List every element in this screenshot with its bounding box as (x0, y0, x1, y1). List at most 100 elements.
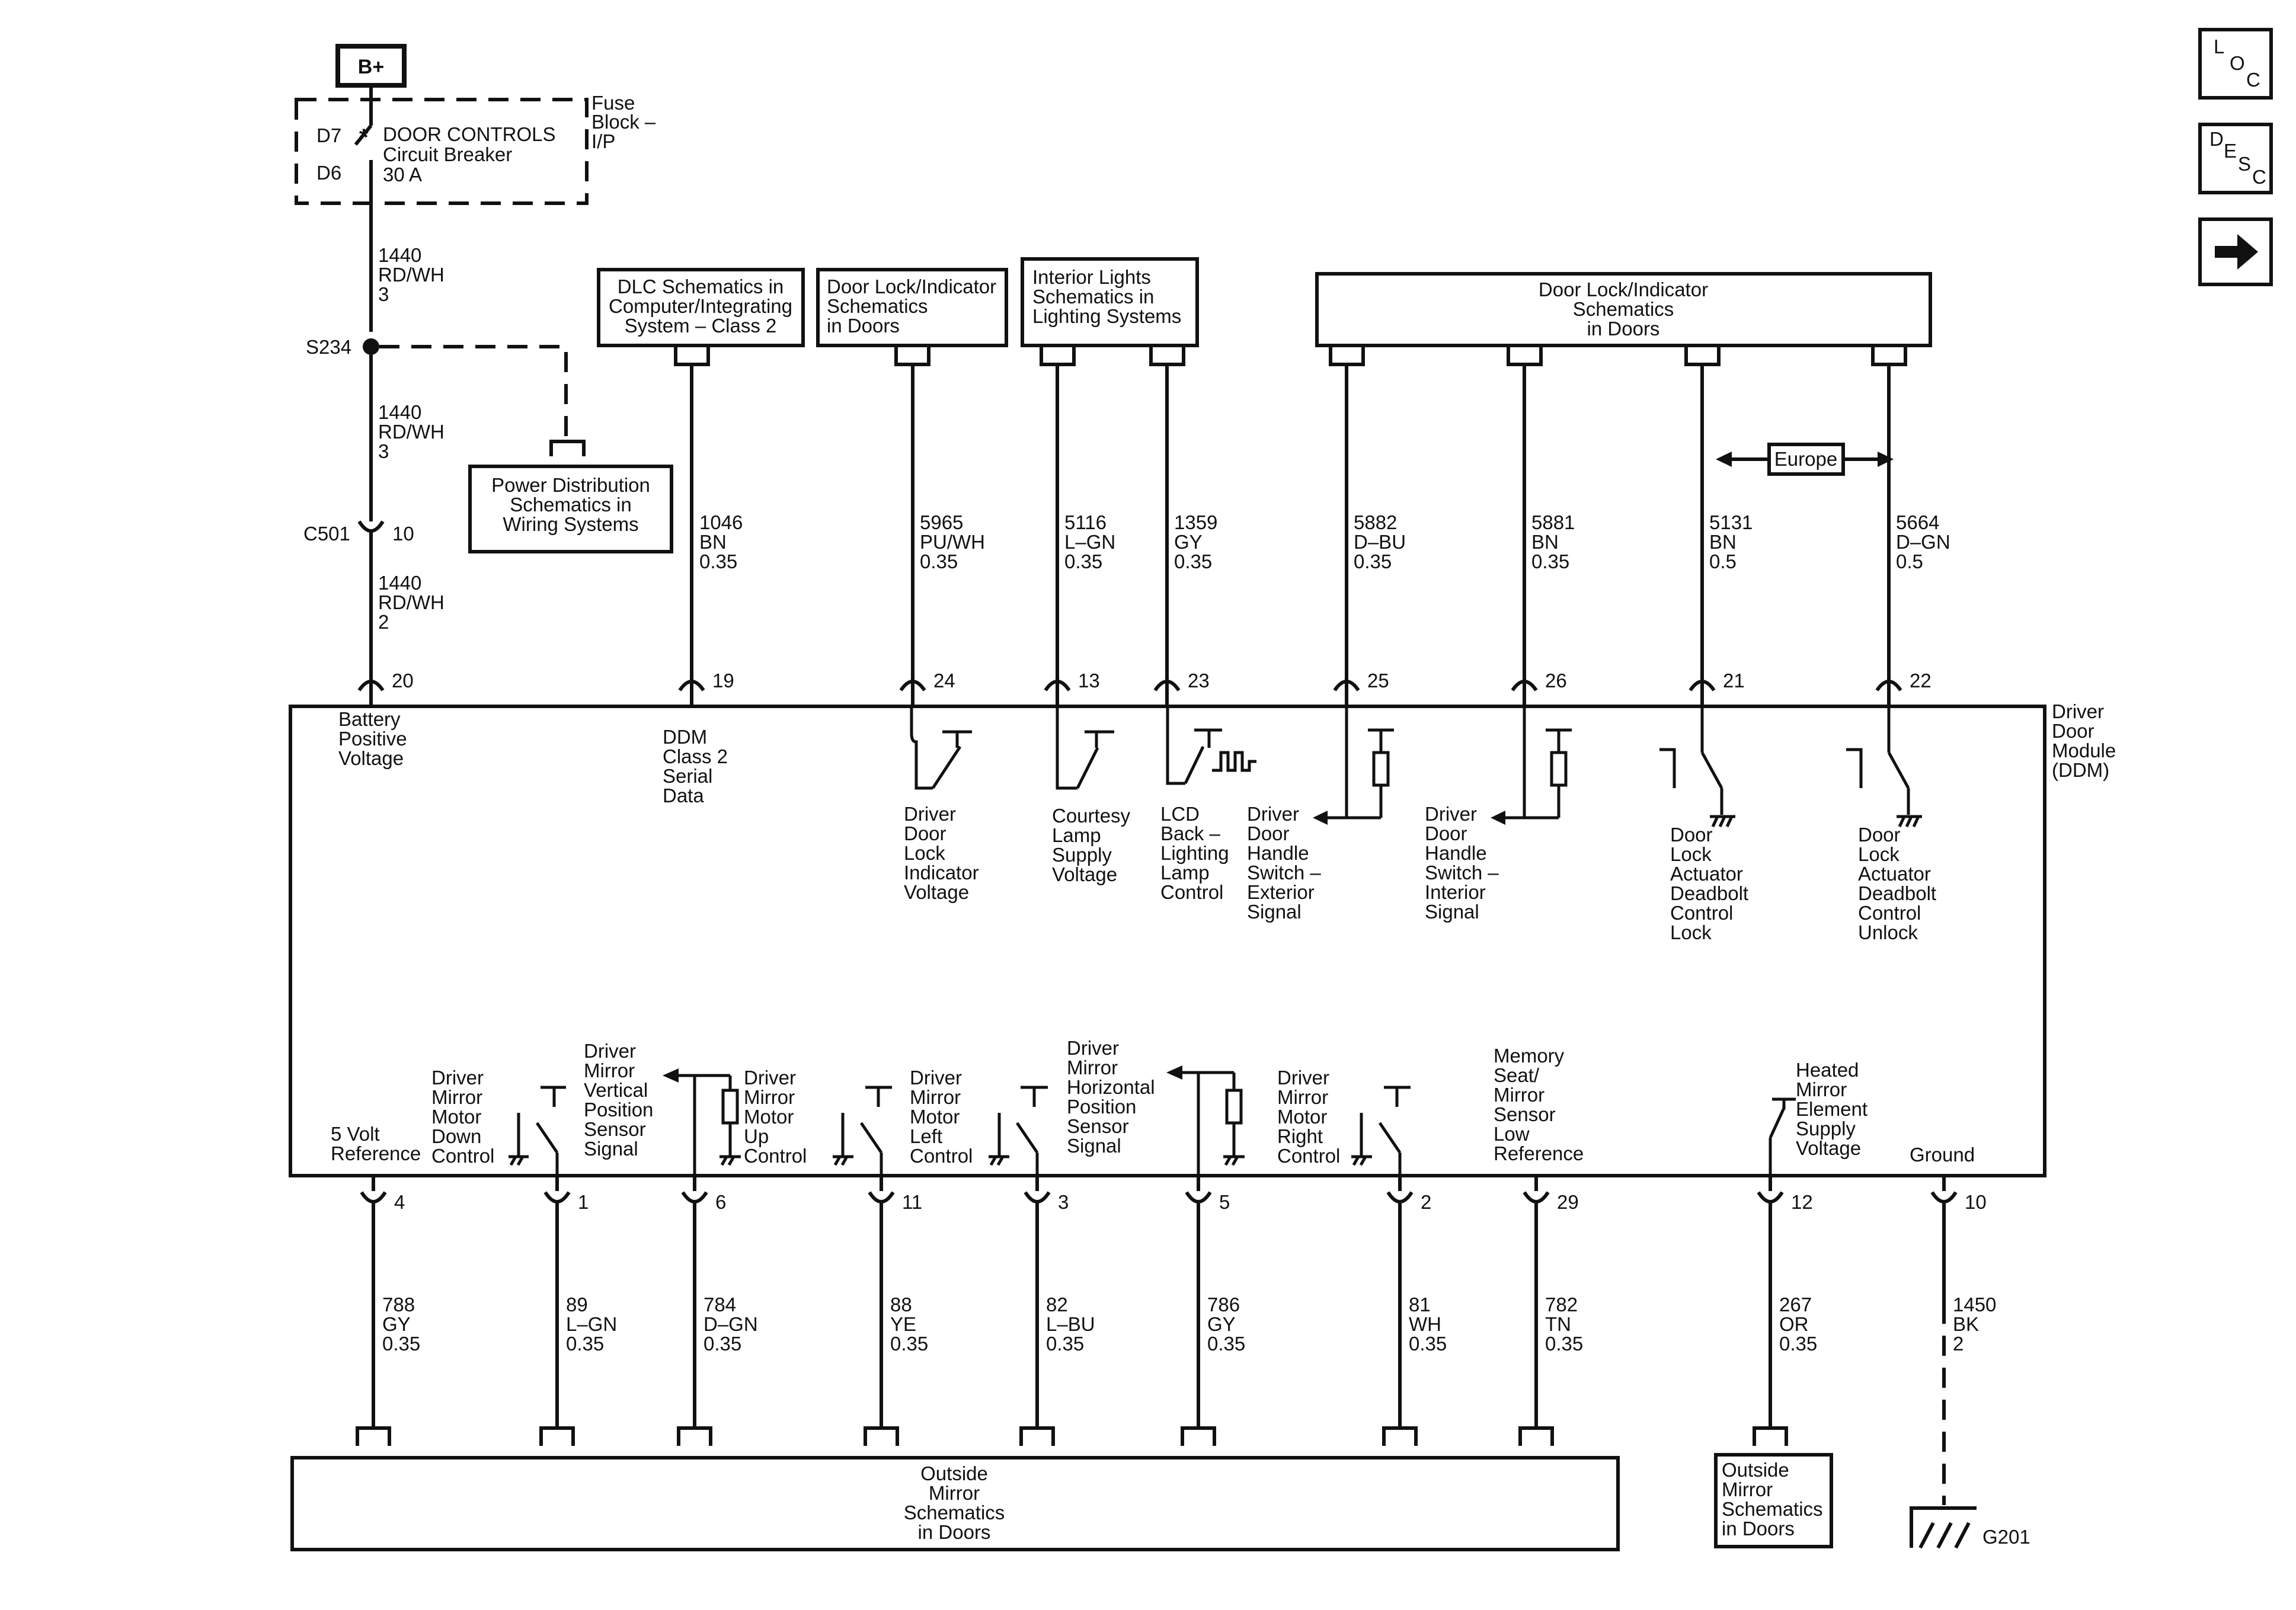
desc-button-frame[interactable] (2198, 123, 2273, 194)
wire-label: 0.35 (1354, 550, 1392, 572)
wire-label: 0.5 (1709, 550, 1737, 572)
arrow-right-icon (2215, 234, 2258, 270)
connector-icon (356, 1426, 391, 1446)
power-dist-connector-icon (549, 440, 586, 456)
door-lock-ref2-3: in Doors (1587, 318, 1660, 340)
ground-g201-label: G201 (1982, 1526, 2030, 1548)
outside-mirror-small-4: in Doors (1722, 1518, 1795, 1539)
fuse-block-label-1: Fuse (591, 92, 635, 114)
connector-icon (677, 1426, 712, 1446)
wire-label: 0.35 (1174, 550, 1212, 572)
circuit-label: Seat/ (1494, 1064, 1540, 1086)
interior-lights-ref-box[interactable] (1021, 257, 1199, 347)
circuit-label: Motor (1277, 1106, 1327, 1128)
pin-number: 24 (933, 670, 955, 692)
handle-ext-connector-icon (1329, 345, 1365, 366)
circuit-label: Driver (584, 1040, 636, 1062)
outside-mirror-small-ref-box[interactable] (1714, 1453, 1833, 1548)
circuit-label: Door (904, 822, 946, 844)
ground-icon (1897, 815, 1922, 828)
wire-label: 81 (1409, 1294, 1431, 1315)
supply-wire2-size: 3 (378, 440, 389, 462)
circuit-label: Control (744, 1145, 807, 1167)
wire-label: 786 (1207, 1294, 1240, 1315)
wire-label: BK (1953, 1313, 1979, 1335)
circuit-label: Voltage (338, 747, 404, 769)
desc-button[interactable]: D E S C (2198, 123, 2273, 194)
wire-label: BN (1709, 531, 1737, 553)
dlc-ref-3: System – Class 2 (625, 315, 777, 337)
circuit-label: Reference (1494, 1142, 1584, 1164)
wire-label: GY (1174, 531, 1203, 553)
bottom-reference-boxes: Outside Mirror Schematics in Doors Outsi… (290, 1304, 2030, 1551)
circuit-label: Back – (1160, 822, 1221, 844)
pin-number: 26 (1545, 670, 1567, 692)
connector-icon (1753, 1426, 1788, 1446)
circuit-label: Ground (1910, 1144, 1975, 1166)
next-button[interactable] (2198, 217, 2273, 286)
circuit-label: Element (1796, 1098, 1868, 1120)
connector-icon (1518, 1426, 1554, 1446)
dlc-connector-icon (674, 345, 710, 366)
circuit-label: Up (744, 1125, 769, 1147)
circuit-label: LCD (1160, 803, 1200, 825)
circuit-label: Supply (1796, 1118, 1856, 1140)
wire-label: WH (1409, 1313, 1441, 1335)
pin-number: 2 (1421, 1191, 1431, 1213)
wire-label: 2 (1953, 1333, 1964, 1355)
interior-lights-ref-1: Interior Lights (1032, 266, 1151, 288)
circuit-label: Actuator (1670, 863, 1743, 885)
circuit-label: Indicator (904, 862, 979, 884)
circuit-label: Battery (338, 708, 401, 730)
circuit-label: Positive (338, 728, 407, 750)
circuit-label: Signal (1247, 901, 1302, 923)
connector-icon (539, 1426, 575, 1446)
circuit-label: Driver (1277, 1067, 1329, 1089)
outside-mirror-small-2: Mirror (1722, 1478, 1773, 1500)
bottom-internal-symbols (509, 1065, 1796, 1176)
wire-label: TN (1545, 1313, 1571, 1335)
pin-number: 21 (1723, 670, 1745, 692)
outside-mirror-ref-box[interactable] (290, 1456, 1620, 1551)
ground-icon (1710, 815, 1735, 828)
wire-label: D–GN (703, 1313, 758, 1335)
circuit-label: Voltage (1052, 863, 1117, 885)
pin-number: 19 (712, 670, 734, 692)
wire-label: 0.35 (1064, 550, 1102, 572)
wire-label: 0.35 (1207, 1333, 1245, 1355)
loc-button-frame[interactable] (2198, 28, 2273, 100)
supply-wire3-number: 1440 (378, 572, 421, 594)
circuit-label: Driver (431, 1067, 484, 1089)
switch-icon (1769, 1097, 1796, 1176)
wire-label: 88 (890, 1294, 912, 1315)
dlc-ref-box[interactable] (597, 268, 805, 347)
wire-label: 0.35 (1046, 1333, 1084, 1355)
circuit-label: Unlock (1858, 921, 1918, 943)
connector-icon (360, 1191, 387, 1204)
loc-button[interactable]: L O C (2198, 28, 2273, 100)
door-lock-ref2-2: Schematics (1573, 298, 1674, 320)
wire-label: BN (699, 531, 727, 553)
circuit-label: Driver (744, 1067, 796, 1089)
wire-label: 89 (566, 1294, 588, 1315)
desc-letter-e: E (2224, 140, 2237, 162)
circuit-label: Motor (431, 1106, 481, 1128)
door-lock-ref-box-1[interactable] (816, 268, 1008, 347)
circuit-label: Signal (1425, 901, 1479, 923)
door-lock-ref-box-2[interactable] (1315, 272, 1932, 347)
circuit-label: Position (1067, 1096, 1136, 1118)
power-dist-ref-box[interactable] (468, 465, 673, 553)
circuit-label: Sensor (1067, 1115, 1129, 1137)
circuit-label: 5 Volt (331, 1123, 380, 1145)
breaker-in-label: D7 (316, 124, 341, 146)
europe-label: Europe (1774, 448, 1837, 470)
dlc-ref-1: DLC Schematics in (618, 276, 784, 297)
circuit-label: Lock (1670, 843, 1712, 865)
circuit-label: Mirror (1796, 1078, 1847, 1100)
supply-wire3-color: RD/WH (378, 591, 445, 613)
door-lock-ref1-3: in Doors (827, 315, 900, 337)
